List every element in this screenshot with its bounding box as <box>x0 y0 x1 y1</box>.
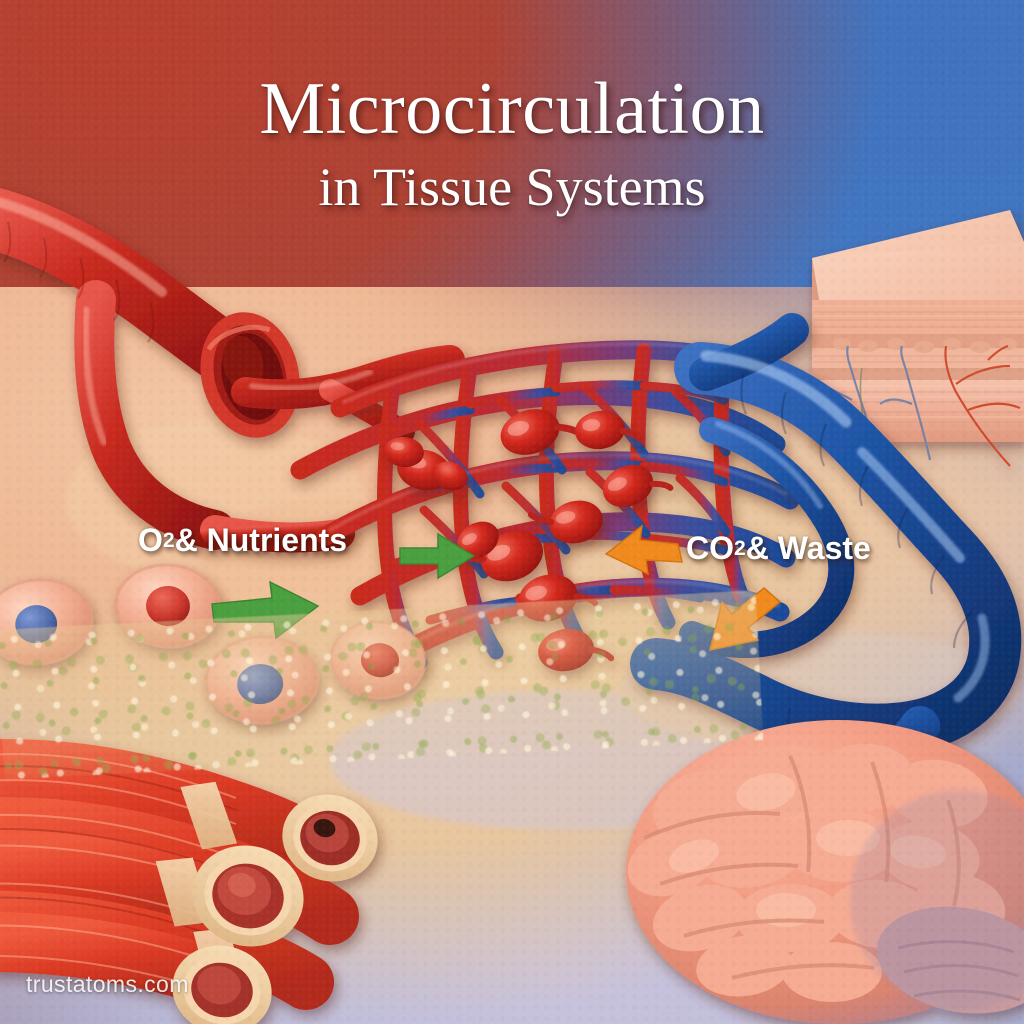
muscle-cut-end <box>282 794 378 882</box>
oxygen-label-suffix: & Nutrients <box>174 522 348 558</box>
muscle-cut-end <box>172 945 272 1024</box>
title-line-2: in Tissue Systems <box>318 157 706 217</box>
carbon-dioxide-label-suffix: & Waste <box>745 530 871 566</box>
watermark: trustatoms.com <box>26 971 189 997</box>
block-arterioles <box>944 344 1021 467</box>
page-title: Microcirculation in Tissue Systems <box>0 72 1024 220</box>
title-line-1: Microcirculation <box>259 68 765 150</box>
muscle-fiber-bundle <box>0 739 378 1024</box>
oxygen-label-subscript: 2 <box>162 528 175 552</box>
co2-arrow-upper <box>604 524 683 576</box>
o2-arrow-upper <box>399 532 476 580</box>
oxygen-label-prefix: O <box>138 522 163 558</box>
brain <box>626 720 1024 1024</box>
carbon-dioxide-label-subscript: 2 <box>734 536 746 560</box>
venule <box>630 313 1022 814</box>
carbon-dioxide-label-prefix: CO <box>686 530 734 566</box>
muscle-cut-end <box>192 845 304 947</box>
arteriole <box>0 188 465 553</box>
layered-tissue-block <box>812 210 1024 467</box>
